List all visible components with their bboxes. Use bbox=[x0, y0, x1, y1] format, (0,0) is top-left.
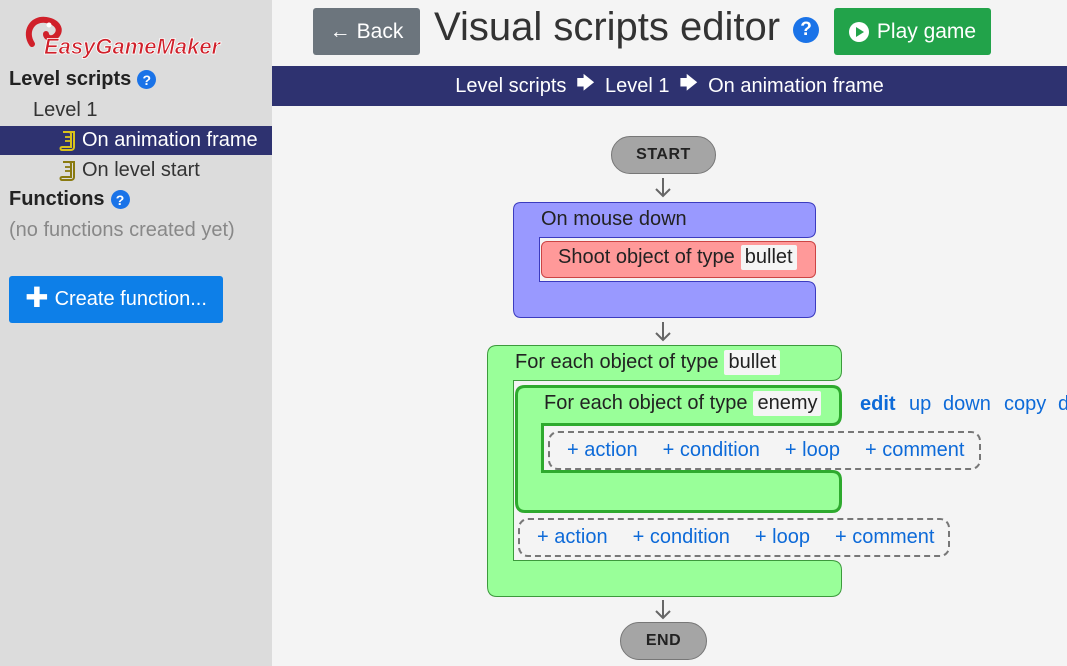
arrow-right-icon: 🡆 bbox=[679, 73, 699, 93]
create-function-button[interactable]: ✚ Create function... bbox=[9, 276, 223, 323]
level-scripts-heading: Level scripts ? bbox=[9, 68, 157, 91]
edit-link[interactable]: edit bbox=[860, 393, 896, 415]
loop-value: enemy bbox=[753, 391, 822, 416]
script-label: On animation frame bbox=[82, 129, 258, 151]
breadcrumb-item-level-scripts[interactable]: Level scripts bbox=[455, 74, 567, 97]
play-game-button[interactable]: Play game bbox=[834, 8, 991, 55]
add-action-link[interactable]: + action bbox=[567, 439, 638, 461]
move-up-link[interactable]: up bbox=[909, 393, 932, 415]
arrow-down-icon bbox=[655, 322, 671, 342]
outer-loop-shape bbox=[487, 345, 842, 597]
back-label: Back bbox=[356, 19, 404, 43]
breadcrumb: Level scripts 🡆 Level 1 🡆 On animation f… bbox=[272, 66, 1067, 106]
logo-text: EasyGameMaker bbox=[44, 34, 222, 59]
action-label: Shoot object of type bbox=[558, 246, 735, 268]
event-block-shape bbox=[513, 202, 816, 318]
loop-label: For each object of type bbox=[515, 351, 719, 373]
inner-loop-block[interactable]: For each object of type enemy bbox=[544, 391, 822, 416]
functions-label: Functions bbox=[9, 188, 105, 210]
script-scroll-icon bbox=[59, 160, 75, 181]
level-item-label: Level 1 bbox=[33, 99, 98, 121]
back-button[interactable]: ← Back bbox=[313, 8, 420, 55]
on-mouse-down-block[interactable]: On mouse down bbox=[541, 208, 687, 231]
functions-heading: Functions ? bbox=[9, 188, 130, 211]
arrow-right-icon: 🡆 bbox=[576, 73, 595, 93]
add-comment-link[interactable]: + comment bbox=[864, 439, 965, 461]
arrow-left-icon: ← bbox=[329, 19, 351, 43]
add-action-link[interactable]: + action bbox=[537, 526, 608, 548]
action-value: bullet bbox=[740, 245, 797, 270]
level-scripts-label: Level scripts bbox=[9, 68, 132, 90]
plus-icon: ✚ bbox=[25, 282, 49, 313]
play-label: Play game bbox=[876, 19, 977, 43]
no-functions-text: (no functions created yet) bbox=[9, 219, 235, 241]
breadcrumb-item-level[interactable]: Level 1 bbox=[605, 74, 670, 97]
add-comment-link[interactable]: + comment bbox=[834, 526, 935, 548]
outer-loop-block[interactable]: For each object of type bullet bbox=[515, 350, 781, 375]
help-icon[interactable]: ? bbox=[110, 190, 130, 209]
inner-loop-shape bbox=[515, 385, 842, 513]
create-function-label: Create function... bbox=[54, 288, 207, 310]
breadcrumb-item-script: On animation frame bbox=[708, 74, 884, 97]
add-condition-link[interactable]: + condition bbox=[662, 439, 760, 461]
add-condition-link[interactable]: + condition bbox=[632, 526, 730, 548]
start-node: START bbox=[611, 136, 716, 174]
sidebar-item-on-animation-frame[interactable]: On animation frame bbox=[0, 126, 272, 155]
arrow-down-icon bbox=[655, 178, 671, 198]
sidebar-item-level-1[interactable]: Level 1 bbox=[33, 96, 98, 125]
loop-value: bullet bbox=[724, 350, 781, 375]
script-label: On level start bbox=[82, 159, 200, 181]
event-label: On mouse down bbox=[541, 208, 687, 230]
delete-link[interactable]: d bbox=[1058, 393, 1067, 415]
move-down-link[interactable]: down bbox=[943, 393, 991, 415]
help-icon[interactable]: ? bbox=[137, 70, 157, 89]
end-node: END bbox=[620, 622, 707, 660]
script-scroll-icon bbox=[59, 130, 75, 151]
easygamemaker-logo[interactable]: EasyGameMaker bbox=[22, 14, 222, 62]
sidebar: EasyGameMaker Level scripts ? Level 1 On… bbox=[0, 0, 272, 666]
inner-add-bar: + action + condition + loop + comment bbox=[548, 431, 981, 470]
shoot-action-text: Shoot object of type bullet bbox=[558, 245, 797, 270]
sidebar-item-on-level-start[interactable]: On level start bbox=[58, 156, 200, 185]
arrow-down-icon bbox=[655, 600, 671, 620]
page-title: Visual scripts editor bbox=[434, 5, 781, 49]
loop-label: For each object of type bbox=[544, 392, 748, 414]
copy-link[interactable]: copy bbox=[1004, 393, 1047, 415]
add-loop-link[interactable]: + loop bbox=[754, 526, 810, 548]
add-loop-link[interactable]: + loop bbox=[784, 439, 840, 461]
outer-add-bar: + action + condition + loop + comment bbox=[518, 518, 950, 557]
play-icon bbox=[848, 21, 869, 42]
help-icon[interactable]: ? bbox=[793, 17, 819, 43]
